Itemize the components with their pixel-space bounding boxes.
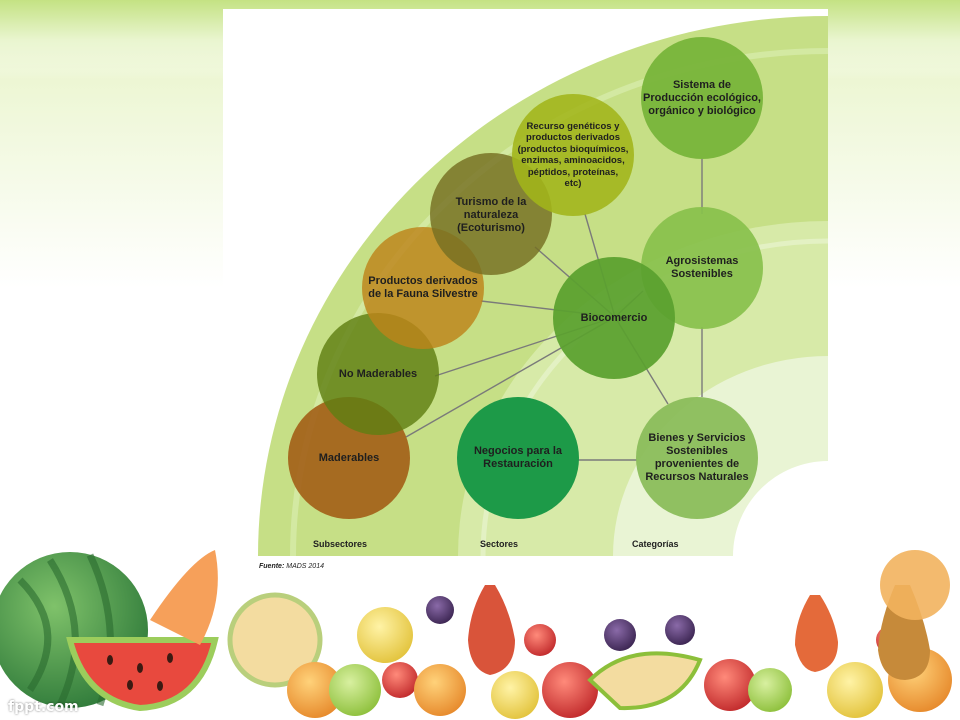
apple-green <box>329 664 381 716</box>
source-text: MADS 2014 <box>286 563 324 570</box>
citrus <box>827 662 883 718</box>
axis-sectores: Sectores <box>480 539 519 549</box>
node-bienes <box>636 397 758 519</box>
grape-cluster <box>426 596 454 624</box>
melon-right <box>880 550 950 620</box>
strawberry <box>382 662 418 698</box>
brand-logo-text: fppt.com <box>8 699 79 715</box>
pear-red <box>468 585 515 675</box>
node-center <box>553 257 675 379</box>
watermelon-seeds <box>107 653 173 691</box>
green-grape <box>748 668 792 712</box>
source-note: Fuente: MADS 2014 <box>259 563 324 570</box>
berries-red <box>524 624 556 656</box>
biocomercio-diagram: Sistema de Producción ecológico, orgánic… <box>223 9 828 556</box>
grapes-dark <box>665 615 695 645</box>
node-recursos <box>512 94 634 216</box>
axis-subsectores: Subsectores <box>313 539 368 549</box>
orange-1 <box>414 664 466 716</box>
pear-yellow <box>491 671 539 719</box>
melon-slice <box>587 651 703 711</box>
pear-orange <box>795 595 838 672</box>
lemon <box>357 607 413 663</box>
melon-half <box>227 592 323 688</box>
watermelon-slice <box>66 637 219 712</box>
cantaloupe-wedge <box>150 550 218 645</box>
apple-red <box>542 662 598 718</box>
diagram-canvas <box>258 16 828 556</box>
apple-small <box>704 659 756 711</box>
source-prefix: Fuente: <box>259 563 285 570</box>
fruit-border <box>0 550 952 719</box>
plum <box>604 619 636 651</box>
apricot <box>287 662 343 718</box>
band-cutout <box>733 461 828 556</box>
axis-categorias: Categorías <box>632 539 679 549</box>
node-negocios <box>457 397 579 519</box>
node-sistema <box>641 37 763 159</box>
